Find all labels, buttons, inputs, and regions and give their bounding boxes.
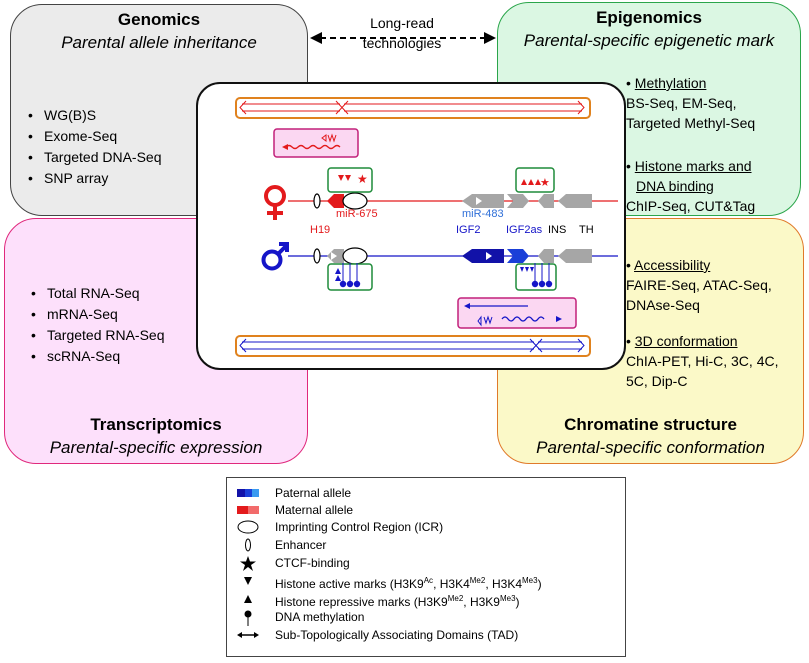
genomics-subtitle: Parental allele inheritance — [61, 33, 257, 52]
genomics-title: Genomics — [117, 10, 201, 29]
methylation-block: • Methylation BS-Seq, EM-Seq, Targeted M… — [626, 75, 756, 131]
accessibility-methods: DNAse-Seq — [626, 297, 700, 313]
enhancer-icon — [245, 538, 251, 552]
h19-label: H19 — [310, 224, 330, 236]
histone-methods: ChIP-Seq, CUT&Tag — [626, 198, 756, 214]
maternal-swatch-icon — [237, 506, 259, 514]
paternal-enhancer — [313, 248, 321, 264]
list-item: Targeted RNA-Seq — [31, 325, 165, 346]
paternal-tad-bar — [235, 335, 591, 357]
igf2as-gene — [507, 249, 529, 263]
chromatin-header: Chromatine structure Parental-specific c… — [498, 415, 803, 458]
list-item: Targeted DNA-Seq — [28, 147, 162, 168]
legend-label: Enhancer — [275, 538, 327, 552]
conformation-block: • 3D conformation ChIA-PET, Hi-C, 3C, 4C… — [626, 333, 779, 389]
conformation-methods: 5C, Dip-C — [626, 373, 688, 389]
paternal-icr — [342, 247, 368, 265]
paternal-tad-arrows — [239, 338, 585, 353]
accessibility-heading: Accessibility — [634, 257, 711, 273]
histone-block: • Histone marks and DNA binding ChIP-Seq… — [626, 158, 756, 214]
star-icon — [240, 556, 256, 571]
methylation-methods: Targeted Methyl-Seq — [626, 115, 756, 131]
legend-label: CTCF-binding — [275, 556, 350, 570]
list-item: SNP array — [28, 168, 162, 189]
svg-text:★: ★ — [357, 172, 368, 186]
icr-icon — [237, 520, 259, 534]
svg-text:★: ★ — [540, 177, 550, 189]
legend: Paternal allele Maternal allele Imprinti… — [226, 477, 626, 657]
maternal-tad-arrows — [239, 100, 585, 115]
list-item: scRNA-Seq — [31, 346, 165, 367]
double-arrow-icon — [237, 632, 259, 638]
long-read-arrow — [310, 32, 496, 44]
long-read-line2: technologies — [362, 35, 442, 51]
long-read-line1: Long-read — [370, 15, 434, 31]
epigenomics-subtitle: Parental-specific epigenetic mark — [523, 31, 775, 50]
locus-svg: ★ ★ miR-675 H19 miR-483 IGF2 IGF2as INS … — [235, 97, 618, 357]
legend-label: DNA methylation — [275, 610, 365, 624]
h19-gene — [327, 194, 344, 208]
locus-diagram: ★ ★ miR-675 H19 miR-483 IGF2 IGF2as INS … — [196, 82, 626, 370]
transcriptomics-list: Total RNA-Seq mRNA-Seq Targeted RNA-Seq … — [31, 283, 165, 367]
th-label: TH — [579, 224, 594, 236]
maternal-icr — [342, 192, 368, 210]
legend-label: Imprinting Control Region (ICR) — [275, 520, 444, 534]
methylation-methods: BS-Seq, EM-Seq, — [626, 95, 737, 111]
chromatin-subtitle: Parental-specific conformation — [536, 438, 765, 457]
mir-483-label: miR-483 — [462, 208, 504, 220]
paternal-swatch-icon — [237, 489, 259, 497]
epigenomics-title: Epigenomics — [596, 8, 702, 27]
methylation-heading: Methylation — [634, 75, 707, 91]
lollipop-icon — [244, 610, 252, 626]
triangle-up-icon — [244, 595, 252, 603]
legend-label: Paternal allele — [275, 486, 352, 500]
list-item: Exome-Seq — [28, 126, 162, 147]
igf2-gene — [462, 249, 504, 263]
transcriptomics-subtitle: Parental-specific expression — [49, 438, 263, 457]
list-item: mRNA-Seq — [31, 304, 165, 325]
maternal-transcript-box — [273, 128, 359, 158]
legend-label: Maternal allele — [275, 503, 354, 517]
conformation-methods: ChIA-PET, Hi-C, 3C, 4C, — [626, 353, 779, 369]
legend-label: Histone active marks (H3K9Ac, H3K4Me2, H… — [275, 576, 542, 591]
igf2-label: IGF2 — [456, 224, 480, 236]
transcriptomics-header: Transcriptomics Parental-specific expres… — [5, 415, 307, 458]
list-item: WG(B)S — [28, 105, 162, 126]
accessibility-block: • Accessibility FAIRE-Seq, ATAC-Seq, DNA… — [626, 257, 772, 313]
ins-label: INS — [548, 224, 566, 236]
triangle-down-icon — [244, 577, 252, 585]
legend-label: Histone repressive marks (H3K9Me2, H3K9M… — [275, 594, 520, 609]
conformation-heading: 3D conformation — [634, 333, 738, 349]
mir-675-label: miR-675 — [336, 208, 378, 220]
histone-heading: Histone marks and — [634, 158, 752, 174]
accessibility-methods: FAIRE-Seq, ATAC-Seq, — [626, 277, 772, 293]
legend-label: Sub-Topologically Associating Domains (T… — [275, 628, 519, 642]
maternal-tad-bar — [235, 97, 591, 119]
histone-heading-2: DNA binding — [636, 178, 714, 194]
epigenomics-header: Epigenomics Parental-specific epigenetic… — [498, 8, 800, 51]
female-icon — [264, 185, 286, 220]
genomics-list: WG(B)S Exome-Seq Targeted DNA-Seq SNP ar… — [28, 105, 162, 189]
genomics-header: Genomics Parental allele inheritance — [11, 10, 307, 53]
igf2as-label: IGF2as — [506, 224, 543, 236]
transcriptomics-title: Transcriptomics — [90, 415, 222, 434]
long-read-label: Long-read technologies — [340, 13, 464, 53]
maternal-enhancer — [313, 193, 321, 209]
chromatin-title: Chromatine structure — [564, 415, 737, 434]
male-icon — [261, 242, 289, 271]
list-item: Total RNA-Seq — [31, 283, 165, 304]
